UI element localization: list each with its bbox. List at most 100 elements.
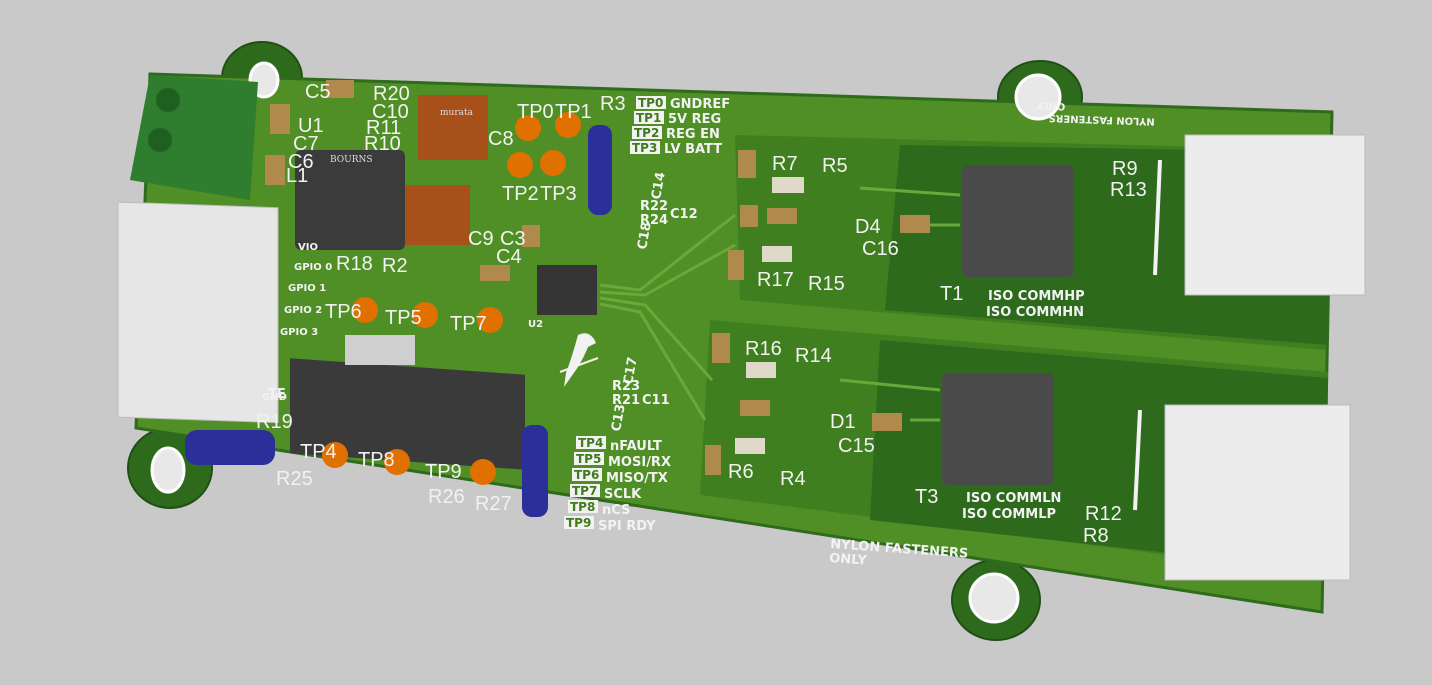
label-r9: R9	[1112, 158, 1138, 180]
label-r15: R15	[808, 273, 845, 295]
label-c7: C7	[293, 133, 319, 155]
label-r16: R16	[745, 338, 782, 360]
label-r10: R10	[364, 133, 401, 155]
label-r14: R14	[795, 345, 832, 367]
label-tp7: TP7	[450, 313, 487, 335]
label-tp6: TP6	[325, 301, 362, 323]
resistor-r27	[522, 425, 548, 517]
pin-label: VIO	[298, 242, 318, 253]
silk-bar-bottom	[1133, 409, 1142, 511]
label-d4: D4	[855, 216, 881, 238]
transformer-t3	[942, 373, 1054, 485]
label-c3: C3	[500, 228, 526, 250]
legend-name: GNDREF	[670, 97, 730, 112]
label-r4: R4	[780, 468, 806, 490]
label-r23: R23	[612, 379, 640, 394]
legend-tp: TP4	[578, 436, 603, 450]
legend-name: MOSI/RX	[608, 455, 671, 470]
connector-pin-labels: VIO GPIO 0 GPIO 1 GPIO 2 GPIO 3 GND	[262, 242, 332, 403]
legend-name: SCLK	[604, 487, 642, 502]
label-c12: C12	[670, 207, 698, 222]
label-r3: R3	[600, 93, 626, 115]
label-r6: R6	[728, 461, 754, 483]
legend-tp: TP9	[566, 516, 591, 530]
label-r12: R12	[1085, 503, 1122, 525]
label-r26: R26	[428, 486, 465, 508]
label-r20: R20	[373, 83, 410, 105]
label-c13: C13	[609, 403, 629, 433]
label-c4: C4	[496, 246, 522, 268]
nylon-note-top: NYLON FASTENERS ONLY	[1035, 99, 1155, 126]
gpio-connector	[117, 201, 279, 424]
iso-commhp-label: ISO COMMHP	[988, 289, 1085, 304]
label-r24: R24	[640, 213, 668, 228]
legend-name: REG EN	[666, 127, 720, 142]
label-r18: R18	[336, 253, 373, 275]
legend-name: LV BATT	[664, 142, 722, 157]
label-u2: U2	[528, 319, 543, 330]
label-c18: C18	[635, 221, 655, 251]
label-d1: D1	[830, 411, 856, 433]
legend-name: nCS	[602, 503, 630, 518]
ic-u2	[537, 265, 597, 315]
cap-murata-2	[405, 185, 470, 245]
label-r27: R27	[475, 493, 512, 515]
label-tp0: TP0	[517, 101, 554, 123]
legend-name: 5V REG	[668, 112, 721, 127]
label-r7: R7	[772, 153, 798, 175]
label-tp9: TP9	[425, 461, 462, 483]
test-points	[322, 112, 581, 485]
label-c6: C6	[288, 151, 314, 173]
legend-tp: TP6	[574, 468, 599, 482]
label-r2: R2	[382, 255, 408, 277]
label-c11: C11	[642, 393, 670, 408]
legend-tp: TP8	[570, 500, 595, 514]
testpoint-legend-top: TP0 GNDREF TP1 5V REG TP2 REG EN TP3 LV BATT	[630, 96, 730, 157]
pin-label: GPIO 2	[284, 305, 322, 316]
brand-murata: murata	[440, 108, 474, 118]
label-r25: R25	[276, 468, 313, 490]
pin-label: GPIO 3	[280, 327, 318, 338]
label-t3: T3	[915, 486, 938, 508]
brand-te: TE	[268, 387, 286, 402]
iso-commln-label: ISO COMMLN	[966, 491, 1061, 506]
label-c14: C14	[649, 171, 669, 201]
label-r22: R22	[640, 199, 668, 214]
resistor-r19	[185, 430, 275, 465]
silkscreen-labels: C5 R20 C10 U1 R11 C7 R10 C6 L1 C8 TP0 TP…	[256, 81, 1147, 547]
nylon-note-line: NYLON FASTENERS	[1048, 112, 1155, 127]
label-r19: R19	[256, 411, 293, 433]
transformer-t1	[962, 165, 1074, 277]
label-c10: C10	[372, 101, 409, 123]
label-r13: R13	[1110, 179, 1147, 201]
iso-commlp-label: ISO COMMLP	[962, 507, 1056, 522]
legend-name: SPI RDY	[598, 519, 656, 534]
label-tp2: TP2	[502, 183, 539, 205]
mounting-holes	[150, 61, 1062, 624]
dip-switch	[290, 358, 525, 470]
label-tp3: TP3	[540, 183, 577, 205]
legend-tp: TP0	[638, 96, 663, 110]
label-r5: R5	[822, 155, 848, 177]
legend-tp: TP7	[572, 484, 597, 498]
label-u1: U1	[298, 115, 324, 137]
label-tp4: TP4	[300, 441, 337, 463]
nylon-note-line: ONLY	[829, 551, 868, 569]
legend-name: nFAULT	[610, 439, 662, 454]
legend-tp: TP2	[634, 126, 659, 140]
silk-bar-top	[1153, 159, 1162, 276]
legend-tp: TP3	[632, 141, 657, 155]
comm-connector-top	[1184, 134, 1366, 296]
brand-bourns: BOURNS	[330, 155, 373, 165]
label-l1: L1	[286, 165, 308, 187]
label-t1: T1	[940, 283, 963, 305]
label-r17: R17	[757, 269, 794, 291]
legend-tp: TP1	[636, 111, 661, 125]
comm-connector-bottom	[1164, 404, 1351, 581]
inductor-l1	[295, 150, 405, 250]
label-c15: C15	[838, 435, 875, 457]
traces	[599, 186, 961, 422]
